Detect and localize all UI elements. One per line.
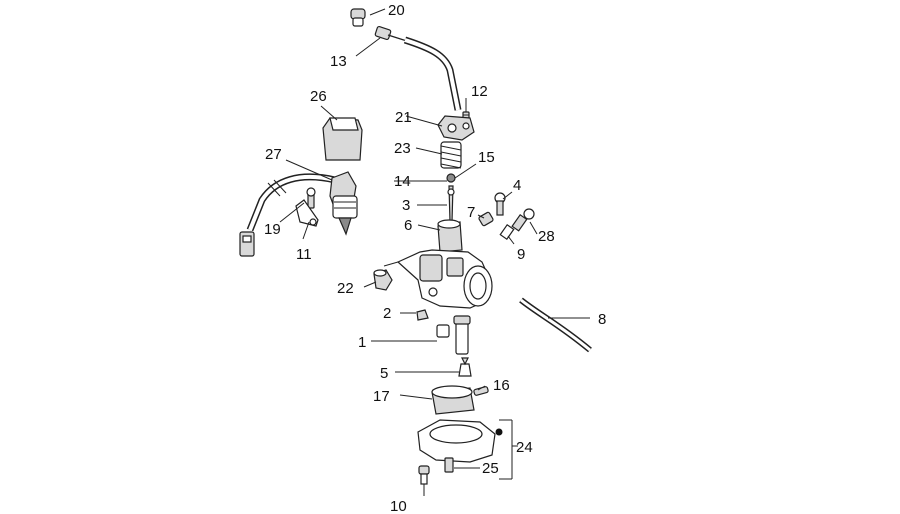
callout-17: 17 <box>373 388 390 405</box>
callout-9: 9 <box>517 246 525 263</box>
part-13-throttle-cable <box>374 26 462 111</box>
callout-5: 5 <box>380 365 388 382</box>
part-20-adjuster-cap <box>350 8 366 27</box>
part-19-screw <box>306 187 316 209</box>
part-17-float <box>431 385 475 415</box>
callout-19: 19 <box>264 221 281 238</box>
part-atomizer-tube <box>453 315 471 355</box>
callout-23: 23 <box>394 140 411 157</box>
callout-6: 6 <box>404 217 412 234</box>
part-23-spring <box>440 141 462 169</box>
part-14-needle <box>446 173 456 223</box>
part-2-jet <box>416 309 429 321</box>
callout-10: 10 <box>390 498 407 514</box>
callout-21: 21 <box>395 109 412 126</box>
part-6-slide-valve <box>437 219 463 253</box>
callout-24: 24 <box>516 439 533 456</box>
callout-1: 1 <box>358 334 366 351</box>
callout-4: 4 <box>513 177 521 194</box>
callout-27: 27 <box>265 146 282 163</box>
callout-12: 12 <box>471 83 488 100</box>
part-26-cap <box>322 117 363 161</box>
part-22-elbow-fitting <box>373 269 393 291</box>
part-starter-unit <box>329 171 358 236</box>
callout-28: 28 <box>538 228 555 245</box>
part-5-needle-valve <box>458 357 472 377</box>
callout-8: 8 <box>598 311 606 328</box>
part-carburetor-body <box>383 249 493 309</box>
part-16-pin <box>473 386 489 396</box>
callout-7: 7 <box>467 204 475 221</box>
callout-15: 15 <box>478 149 495 166</box>
part-1-main-jet <box>436 324 450 338</box>
callout-11: 11 <box>296 246 312 263</box>
leader-lines <box>279 8 590 496</box>
callout-labels: 20 13 12 21 26 23 15 27 14 4 3 7 6 28 19… <box>264 2 606 514</box>
part-11-bracket <box>295 199 319 227</box>
callout-25: 25 <box>482 460 499 477</box>
part-21-cable-bracket <box>437 115 475 141</box>
part-25-drain-screw <box>444 457 454 473</box>
callout-2: 2 <box>383 305 391 322</box>
part-8-fuel-hose <box>519 297 592 353</box>
part-float-bowl <box>417 419 503 463</box>
callout-13: 13 <box>330 53 347 70</box>
callout-20: 20 <box>388 2 405 19</box>
callout-16: 16 <box>493 377 510 394</box>
part-27-wiring-harness <box>239 173 336 257</box>
callout-22: 22 <box>337 280 354 297</box>
callout-14: 14 <box>394 173 411 190</box>
callout-3: 3 <box>402 197 410 214</box>
callout-26: 26 <box>310 88 327 105</box>
part-10-bowl-screw <box>418 465 430 485</box>
part-28-mixture-screw <box>499 208 535 241</box>
part-4-screw <box>494 192 506 216</box>
part-7-idle-screw <box>478 211 494 227</box>
